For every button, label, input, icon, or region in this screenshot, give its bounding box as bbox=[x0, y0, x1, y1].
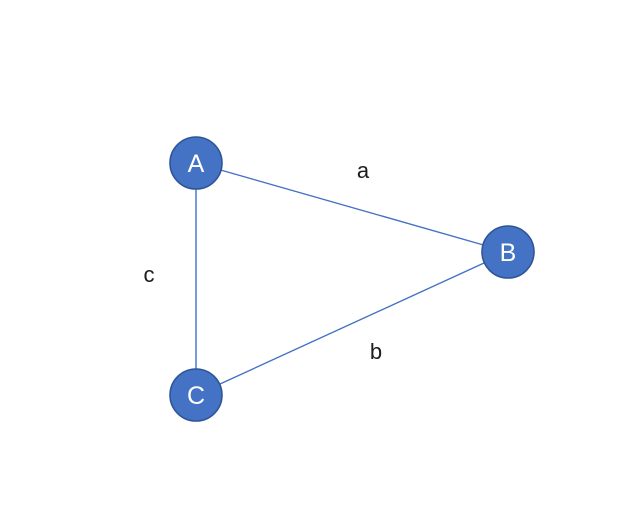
edge-label-a: a bbox=[357, 158, 370, 183]
edge-labels-layer: a c b bbox=[144, 158, 383, 364]
edge-label-c: c bbox=[144, 262, 155, 287]
node-B: B bbox=[481, 225, 535, 279]
node-label-A: A bbox=[188, 150, 205, 178]
node-circle-C bbox=[169, 368, 223, 422]
edge-C-B bbox=[195, 251, 509, 396]
node-circle-B bbox=[481, 225, 535, 279]
node-A: A bbox=[169, 136, 223, 190]
edge-label-b: b bbox=[370, 339, 382, 364]
nodes-layer: A B C bbox=[169, 136, 535, 422]
node-circle-A bbox=[169, 136, 223, 190]
node-label-C: C bbox=[187, 382, 205, 410]
node-C: C bbox=[169, 368, 223, 422]
node-label-B: B bbox=[500, 239, 517, 267]
edges-layer bbox=[195, 162, 509, 396]
edge-A-B bbox=[195, 162, 509, 253]
